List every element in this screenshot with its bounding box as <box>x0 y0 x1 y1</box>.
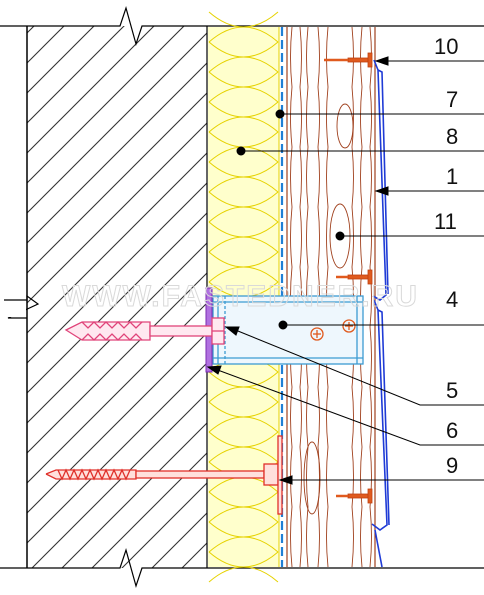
wood-grain-line <box>369 26 372 568</box>
wood-knot <box>336 103 354 149</box>
insulation-wave <box>208 401 279 433</box>
callout-11: 11 <box>434 209 457 234</box>
watermark: WWW.FASTEDNER.RU <box>62 280 419 313</box>
insulation-wave <box>208 191 279 223</box>
callout-5: 5 <box>446 378 458 403</box>
rivets <box>310 319 356 341</box>
insulation-wave <box>208 521 279 553</box>
screw-bottom <box>336 488 373 504</box>
leader-lines <box>206 56 484 485</box>
insulation-wave <box>208 161 279 193</box>
insulation-wave <box>208 221 279 253</box>
screw-mid <box>336 269 373 285</box>
insulation-wave <box>208 101 279 133</box>
callout-4: 4 <box>446 287 458 312</box>
insulation-wave <box>208 71 279 103</box>
wood-knot <box>303 441 321 515</box>
cladding-profile <box>371 59 390 568</box>
insulation-wave <box>208 131 279 163</box>
callout-10: 10 <box>434 34 458 59</box>
insulation-wave <box>208 11 279 43</box>
insulation-wave <box>208 431 279 463</box>
callout-6: 6 <box>446 418 458 443</box>
anchor-dowel <box>64 317 225 345</box>
insulation-wave <box>208 551 279 583</box>
screw-top <box>324 52 373 68</box>
callout-7: 7 <box>446 87 458 112</box>
callout-8: 8 <box>446 124 458 149</box>
insulation-wave <box>208 41 279 73</box>
callout-1: 1 <box>446 164 458 189</box>
wood-screws <box>324 52 373 504</box>
insulation-wave <box>208 251 279 283</box>
callout-9: 9 <box>446 453 458 478</box>
callout-labels: 10 7 8 1 11 4 5 6 9 <box>434 34 458 478</box>
insulation-anchor <box>45 435 283 515</box>
insulation-wave <box>208 371 279 403</box>
insulation-wave <box>208 491 279 523</box>
